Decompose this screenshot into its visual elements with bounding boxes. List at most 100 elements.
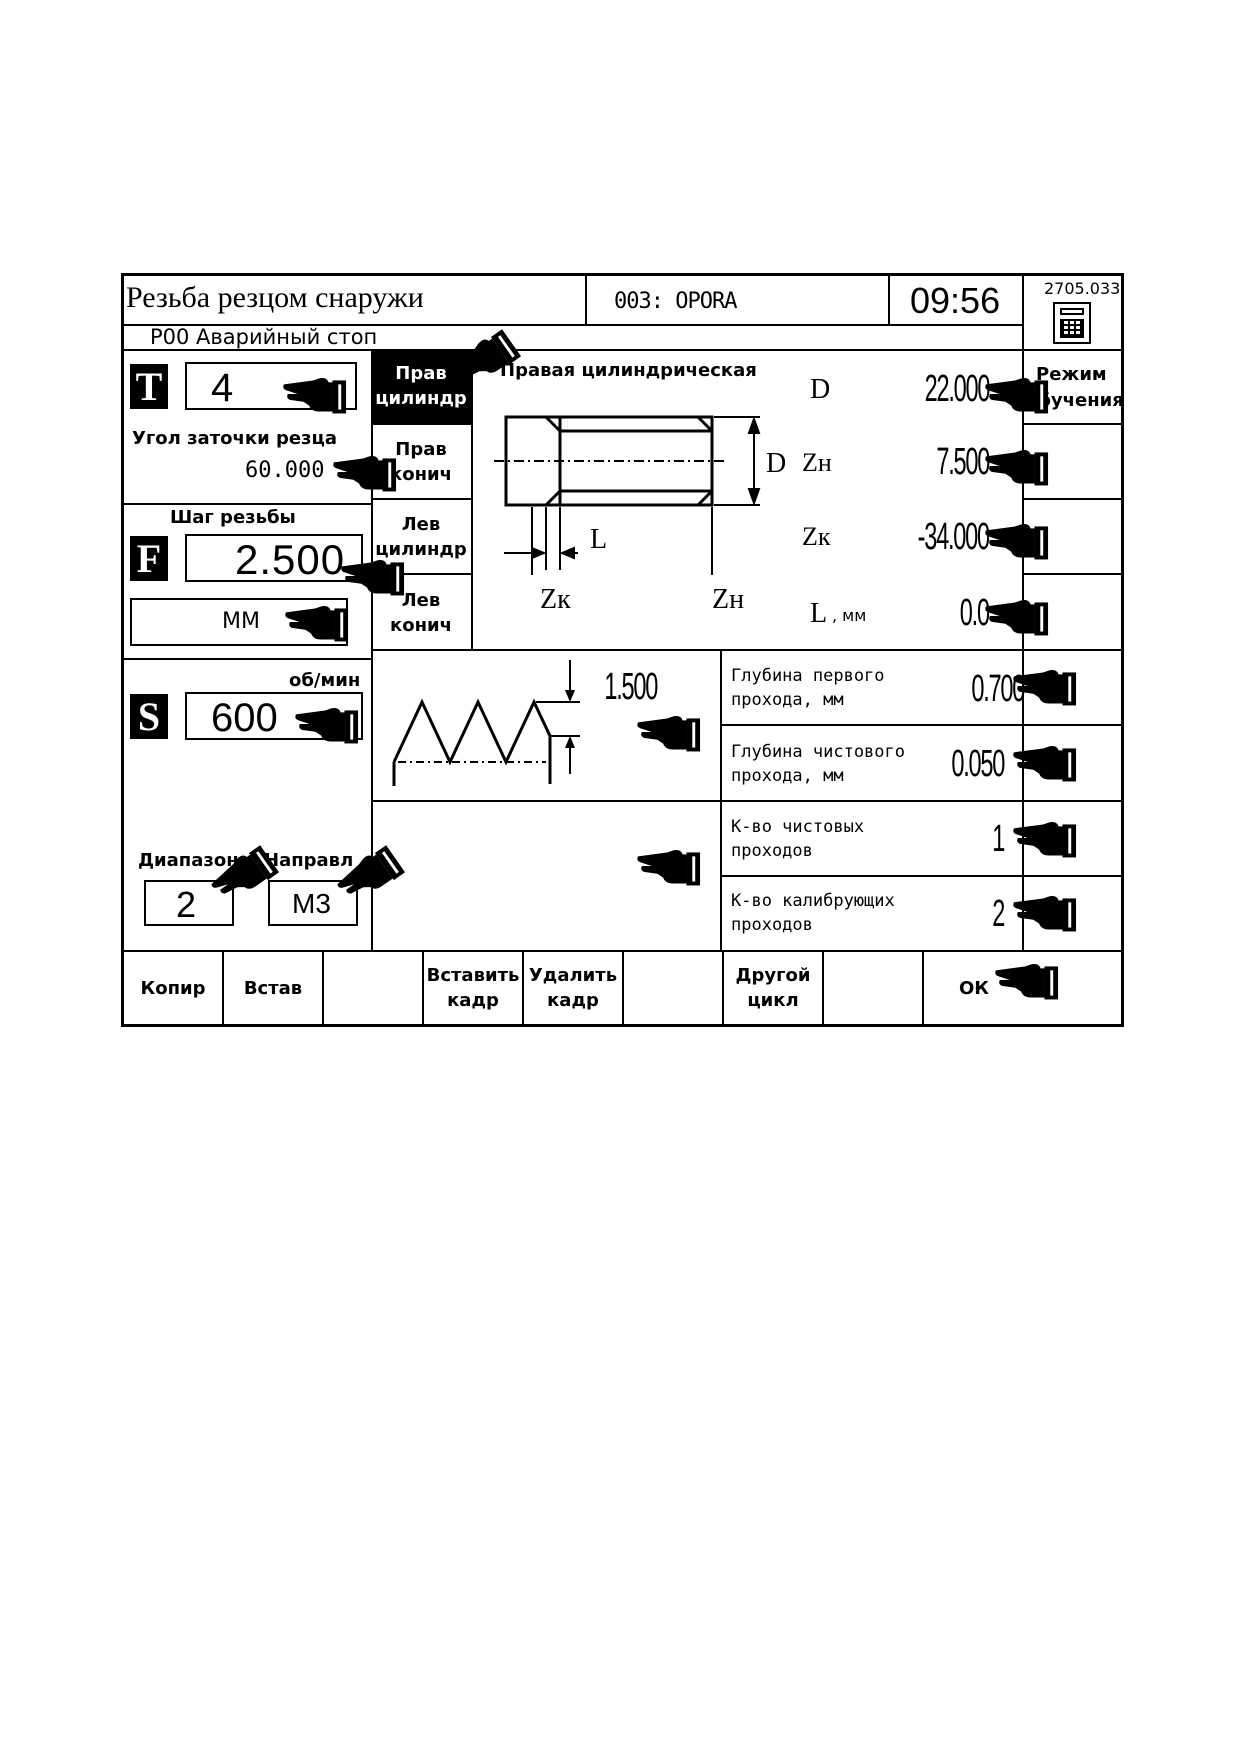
pass-1-label: Глубина первого прохода, мм — [731, 664, 885, 712]
softkey-line1: Встав — [243, 977, 303, 999]
mid-sep-1 — [371, 649, 1124, 651]
pointing-hand-icon — [285, 606, 349, 642]
diagram-title: Правая цилиндрическая — [500, 360, 757, 381]
param-l-value[interactable]: 0.0 — [959, 592, 990, 634]
pointing-hand-icon — [637, 716, 701, 752]
thread-type-left-cone[interactable]: Лев конич — [371, 575, 471, 650]
speed-field[interactable]: 600 — [185, 692, 363, 740]
clock: 09:56 — [910, 280, 1001, 321]
pointing-hand-icon — [1013, 746, 1077, 782]
pointing-hand-icon — [985, 524, 1049, 560]
header-divider-3 — [1022, 276, 1024, 351]
pointing-hand-icon — [341, 560, 405, 596]
pass-3-value[interactable]: 1 — [992, 818, 1005, 860]
tool-field[interactable]: 4 — [185, 362, 357, 410]
thread-type-line1: Лев — [401, 589, 441, 611]
param-d-value[interactable]: 22.000 — [924, 368, 990, 410]
diagram-label-zk: Zк — [540, 584, 571, 615]
softkey-2[interactable]: Встав — [224, 952, 324, 1024]
softkey-line1: Копир — [140, 977, 206, 999]
pointing-hand-icon — [985, 600, 1049, 636]
pointing-hand-icon — [637, 850, 701, 886]
status-bottom-line — [121, 349, 1124, 351]
pass-1-label-line2: прохода, мм — [731, 690, 844, 710]
feed-label: Шаг резьбы — [170, 507, 296, 528]
thread-type-line1: Прав — [395, 363, 447, 384]
header-bottom-line — [121, 324, 1024, 326]
softkey-9[interactable]: ОК — [924, 952, 1024, 1024]
direction-field[interactable]: М3 — [268, 880, 358, 926]
softkey-8[interactable] — [824, 952, 924, 1024]
thread-profile-diagram — [392, 660, 580, 786]
pointing-hand-icon — [333, 456, 397, 492]
pass-sep-3 — [722, 875, 1124, 877]
left-sep-1 — [121, 503, 373, 505]
feed-value: 2.500 — [235, 536, 346, 583]
thread-type-line1: Лев — [401, 513, 441, 535]
mode-key-line1[interactable]: Режим — [1036, 364, 1107, 385]
thread-diagram — [494, 415, 761, 575]
pass-3-label-line2: проходов — [731, 841, 813, 861]
param-zk-value[interactable]: -34.000 — [917, 516, 990, 558]
header-divider-1 — [585, 276, 587, 324]
param-l-label: L — [810, 598, 828, 629]
tool-angle-value[interactable]: 60.000 — [245, 458, 325, 483]
left-sep-2 — [121, 658, 373, 660]
direction-label: Направл — [264, 850, 354, 871]
range-field[interactable]: 2 — [144, 880, 234, 926]
pass-3-label: К-во чистовых проходов — [731, 815, 864, 863]
speed-unit: об/мин — [289, 670, 361, 691]
pass-4-value[interactable]: 2 — [992, 893, 1005, 935]
diagram-label-d: D — [766, 448, 787, 479]
softkey-bar — [121, 950, 1124, 1027]
right-sep-1 — [1022, 423, 1124, 425]
pointing-hand-icon — [283, 378, 347, 414]
softkey-4[interactable]: Вставить кадр — [424, 952, 524, 1024]
thread-type-line1: Прав — [395, 438, 447, 460]
pass-3-label-line1: К-во чистовых — [731, 817, 865, 837]
mode-key-line2[interactable]: обучения — [1026, 390, 1124, 411]
softkey-6[interactable] — [624, 952, 724, 1024]
pass-2-label: Глубина чистового прохода, мм — [731, 740, 905, 788]
softkey-line1: ОК — [958, 977, 989, 999]
thread-type-left-cyl[interactable]: Лев цилиндр — [371, 500, 471, 575]
softkey-3[interactable] — [324, 952, 424, 1024]
softkey-line2: кадр — [447, 990, 499, 1011]
thread-type-right-cyl[interactable]: Прав цилиндр — [371, 349, 471, 425]
tool-angle-label: Угол заточки резца — [132, 428, 337, 449]
code-number: 2705.033 — [1044, 279, 1121, 298]
pass-sep-1 — [722, 724, 1124, 726]
pass-1-label-line1: Глубина первого — [731, 666, 885, 686]
cycle-title: Резьба резцом снаружи — [126, 281, 424, 314]
pointing-hand-icon — [1013, 670, 1077, 706]
pass-4-label: К-во калибрующих проходов — [731, 889, 895, 937]
tool-value: 4 — [211, 366, 234, 410]
pointing-hand-icon — [1013, 822, 1077, 858]
param-l-unit: , мм — [832, 606, 867, 625]
status-line: P00 Аварийный стоп — [150, 325, 378, 349]
header-divider-2 — [888, 276, 890, 324]
softkey-1[interactable]: Копир — [124, 952, 224, 1024]
diagram-label-l: L — [590, 524, 608, 555]
pass-1-value[interactable]: 0.700 — [971, 668, 1025, 710]
pass-4-label-line1: К-во калибрующих — [731, 891, 895, 911]
program-name: 003: OPORA — [614, 289, 737, 314]
param-zn-value[interactable]: 7.500 — [936, 441, 990, 483]
feed-field[interactable]: 2.500 — [185, 534, 363, 583]
feed-letter: F — [130, 536, 168, 581]
softkey-line1: Удалить — [528, 965, 618, 986]
softkey-line1: Вставить — [426, 965, 520, 986]
calculator-icon[interactable] — [1053, 302, 1091, 344]
profile-depth-value[interactable]: 1.500 — [604, 666, 658, 708]
param-zk-label: Zк — [802, 522, 831, 551]
range-value: 2 — [176, 884, 197, 925]
mid-col-divider — [720, 649, 722, 950]
thread-type-right-cone[interactable]: Прав конич — [371, 425, 471, 500]
param-zn-label: Zн — [802, 448, 832, 477]
speed-value: 600 — [211, 696, 278, 740]
thread-type-column: Прав цилиндр Прав конич Лев цилиндр Лев … — [371, 349, 473, 651]
pass-2-label-line1: Глубина чистового — [731, 742, 905, 762]
pass-2-value[interactable]: 0.050 — [951, 743, 1005, 785]
